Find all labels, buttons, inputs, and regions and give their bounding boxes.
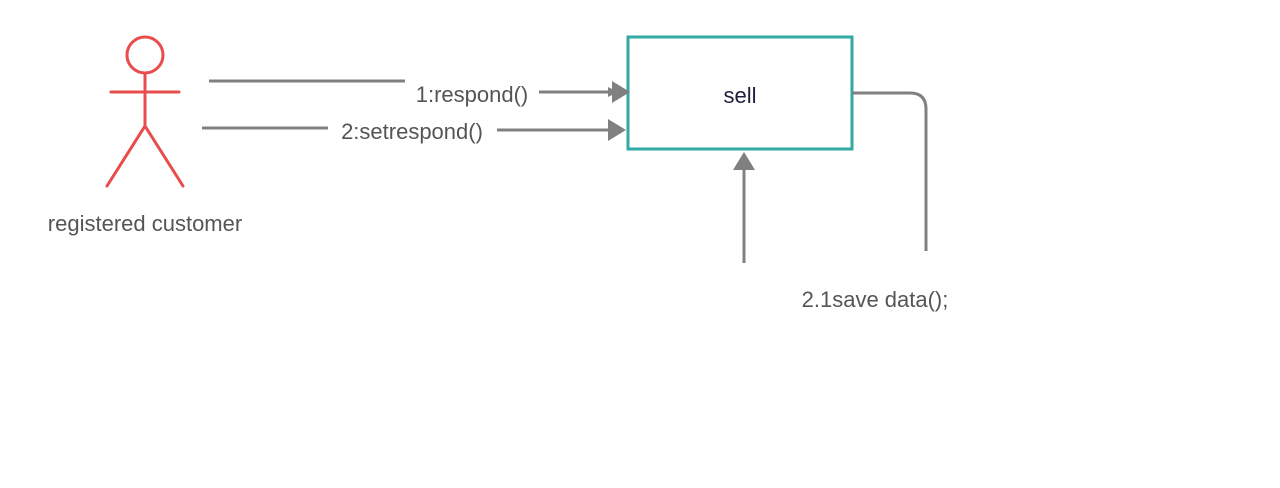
actor-right-leg [143,124,185,188]
actor-left-leg [105,124,147,188]
actor-figure[interactable] [105,35,185,188]
actor-head [125,35,165,75]
self-message-connector[interactable] [852,91,928,251]
self-message-arrowhead [733,152,755,170]
message-2-arrowhead [608,119,626,141]
self-message-label: 2.1save data(); [802,287,949,312]
message-1-arrowhead [612,81,630,103]
message-2-connector[interactable] [202,126,610,132]
message-1-connector[interactable] [209,79,618,97]
message-1-label: 1:respond() [416,82,529,107]
actor-label: registered customer [48,211,242,236]
object-label: sell [723,83,756,108]
message-2-label: 2:setrespond() [341,119,483,144]
